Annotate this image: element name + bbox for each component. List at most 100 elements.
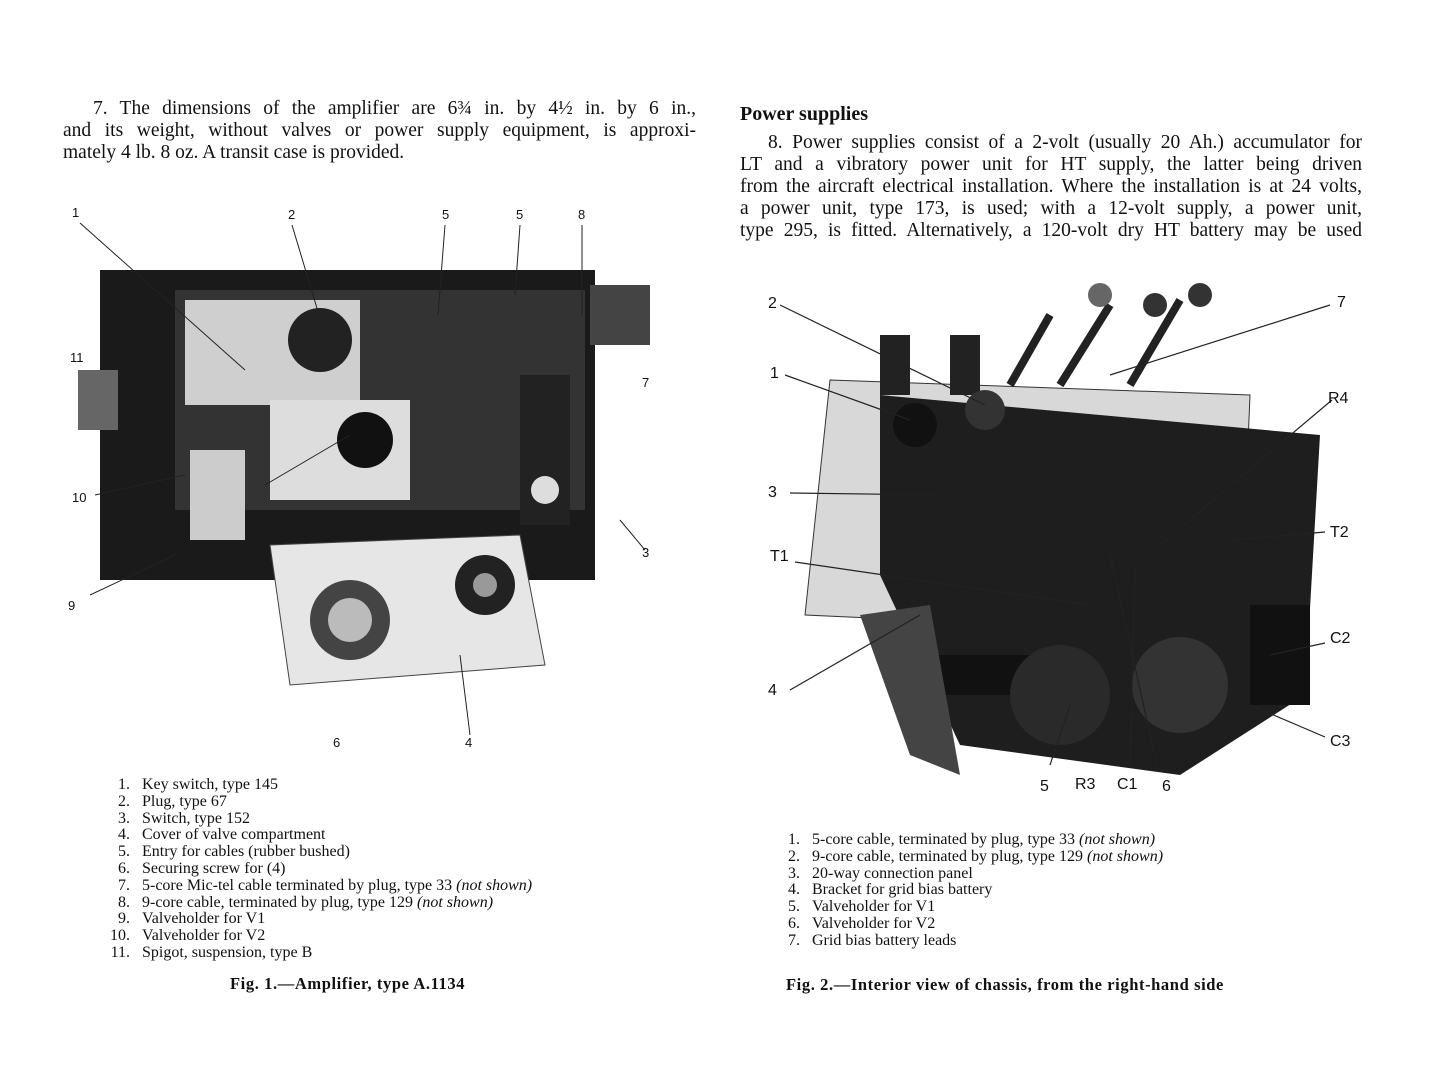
figure-1-caption: Fig. 1.—Amplifier, type A.1134 xyxy=(230,974,466,993)
legend-note: (not shown) xyxy=(1079,831,1156,848)
figure-callout: 4 xyxy=(465,735,473,750)
legend-text: Valveholder for V2 xyxy=(142,927,266,945)
legend-item: 1. Key switch, type 145 xyxy=(100,776,532,794)
legend-text: Valveholder for V2 xyxy=(812,914,936,932)
figure-callout: C2 xyxy=(1330,630,1351,647)
figure-callout: 6 xyxy=(1162,778,1171,795)
text-line: 7. The dimensions of the amplifier are 6… xyxy=(93,98,696,119)
figure-callout: 6 xyxy=(333,735,341,750)
legend-text: Securing screw for (4) xyxy=(142,859,286,877)
legend-number: 1. xyxy=(118,776,130,793)
text-line: 8. Power supplies consist of a 2-volt (u… xyxy=(768,132,1362,153)
legend-note: (not shown) xyxy=(417,893,494,911)
legend-number: 6. xyxy=(788,914,800,932)
legend-number: 3. xyxy=(788,864,800,882)
legend-item: 5. Entry for cables (rubber bushed) xyxy=(100,843,532,861)
legend-number: 4. xyxy=(118,826,130,844)
text-line: and its weight, without valves or power … xyxy=(63,120,696,141)
legend-item: 4. Cover of valve compartment xyxy=(100,827,532,844)
legend-item: 10. Valveholder for V2 xyxy=(100,927,532,945)
legend-text: Bracket for grid bias battery xyxy=(812,881,993,899)
legend-text: Cover of valve compartment xyxy=(142,826,326,844)
figure-callout: 7 xyxy=(642,375,650,390)
paragraph-8: 8. Power supplies consist of a 2-volt (u… xyxy=(740,132,1362,242)
legend-text: Valveholder for V1 xyxy=(142,910,266,928)
figure-callout: R4 xyxy=(1328,390,1349,407)
legend-text: Entry for cables (rubber bushed) xyxy=(142,843,350,861)
figure-callout: 3 xyxy=(642,545,650,560)
legend-note: (not shown) xyxy=(1087,847,1164,865)
legend-number: 10. xyxy=(110,927,130,945)
figure-callout: C1 xyxy=(1117,776,1138,793)
legend-text: 20-way connection panel xyxy=(812,864,973,882)
figure-callout: R3 xyxy=(1075,776,1096,793)
legend-number: 3. xyxy=(118,809,130,827)
legend-number: 7. xyxy=(788,931,800,949)
text-line: type 295, is fitted. Alternatively, a 12… xyxy=(740,220,1362,241)
legend-number: 9. xyxy=(118,910,130,928)
figure-callout: 1 xyxy=(72,205,80,220)
paragraph-7: 7. The dimensions of the amplifier are 6… xyxy=(63,98,696,164)
legend-item: 3. 20-way connection panel xyxy=(770,864,1163,883)
legend-item: 5. Valveholder for V1 xyxy=(770,898,1163,916)
figure-2-caption: Fig. 2.—Interior view of chassis, from t… xyxy=(786,975,1224,994)
legend-text: Switch, type 152 xyxy=(142,809,250,827)
figure-callout: 11 xyxy=(70,350,84,365)
legend-note: (not shown) xyxy=(456,876,533,894)
figure-callout: 9 xyxy=(68,598,76,613)
legend-item: 6. Valveholder for V2 xyxy=(770,914,1163,933)
figure-2-chassis-photo xyxy=(779,283,1333,775)
text-line: from the aircraft electrical installatio… xyxy=(740,176,1362,197)
section-heading: Power supplies xyxy=(740,103,868,125)
figure-callout: C3 xyxy=(1330,733,1351,750)
legend-item: 4. Bracket for grid bias battery xyxy=(770,882,1163,899)
figure-callout: 3 xyxy=(768,484,777,501)
legend-item: 11. Spigot, suspension, type B xyxy=(100,943,532,962)
legend-item: 2.9-core cable, terminated by plug, type… xyxy=(770,847,1164,866)
legend-item: 1. 5-core cable, terminated by plug, type… xyxy=(770,831,1163,849)
legend-text: 5-core Mic-tel cable terminated by plug,… xyxy=(142,876,453,894)
figure-callout: 7 xyxy=(1337,294,1346,311)
figure-callout: 5 xyxy=(516,207,524,222)
legend-number: 1. xyxy=(788,831,800,848)
legend-item: 3. Switch, type 152 xyxy=(100,809,532,828)
text-line: a power unit, type 173, is used; with a … xyxy=(740,198,1362,219)
figure-callout: 2 xyxy=(288,207,296,222)
legend-item: 7. 5-core Mic-tel cable terminated by plu… xyxy=(100,876,533,895)
legend-text: Grid bias battery leads xyxy=(812,931,957,949)
legend-number: 5. xyxy=(788,898,800,916)
legend-text: Plug, type 67 xyxy=(142,792,227,810)
legend-text: Key switch, type 145 xyxy=(142,776,278,793)
figure-callout: 4 xyxy=(768,682,777,699)
figure-callout: 5 xyxy=(1040,778,1049,795)
legend-number: 2. xyxy=(118,792,130,810)
figure-callout: 2 xyxy=(768,295,777,312)
figure-callout: 1 xyxy=(770,365,779,382)
legend-number: 7. xyxy=(118,876,130,894)
legend-item: 6. Securing screw for (4) xyxy=(100,859,532,878)
legend-number: 2. xyxy=(788,847,800,865)
figure-callout: 10 xyxy=(72,490,87,505)
legend-number: 5. xyxy=(118,843,130,861)
legend-item: 2. Plug, type 67 xyxy=(100,792,532,811)
legend-number: 11. xyxy=(110,943,130,961)
legend-number: 6. xyxy=(118,859,130,877)
legend-item: 9. Valveholder for V1 xyxy=(100,911,532,928)
figure-callout: 8 xyxy=(578,207,586,222)
legend-item: 7. Grid bias battery leads xyxy=(770,931,1163,950)
legend-text: Spigot, suspension, type B xyxy=(142,943,313,961)
legend-text: Valveholder for V1 xyxy=(812,898,936,916)
figure-callout: T2 xyxy=(1330,524,1349,541)
legend-number: 4. xyxy=(788,881,800,899)
legend-item: 8. 9-core cable, terminated by plug, type… xyxy=(100,893,532,912)
legend-text: 9-core cable, terminated by plug, type 1… xyxy=(142,893,414,911)
figure-callout: T1 xyxy=(770,548,789,565)
figure-1-amplifier-photo xyxy=(78,222,650,736)
legend-number: 8. xyxy=(118,893,130,911)
figure-1-legend: 1. Key switch, type 145 2. Plug, type 67 3… xyxy=(100,776,533,962)
figure-callout: 5 xyxy=(442,207,450,222)
legend-text: 5-core cable, terminated by plug, type 3… xyxy=(812,831,1076,848)
text-line: LT and a vibratory power unit for HT sup… xyxy=(740,154,1362,175)
figure-2-legend: 1. 5-core cable, terminated by plug, type… xyxy=(770,831,1164,950)
